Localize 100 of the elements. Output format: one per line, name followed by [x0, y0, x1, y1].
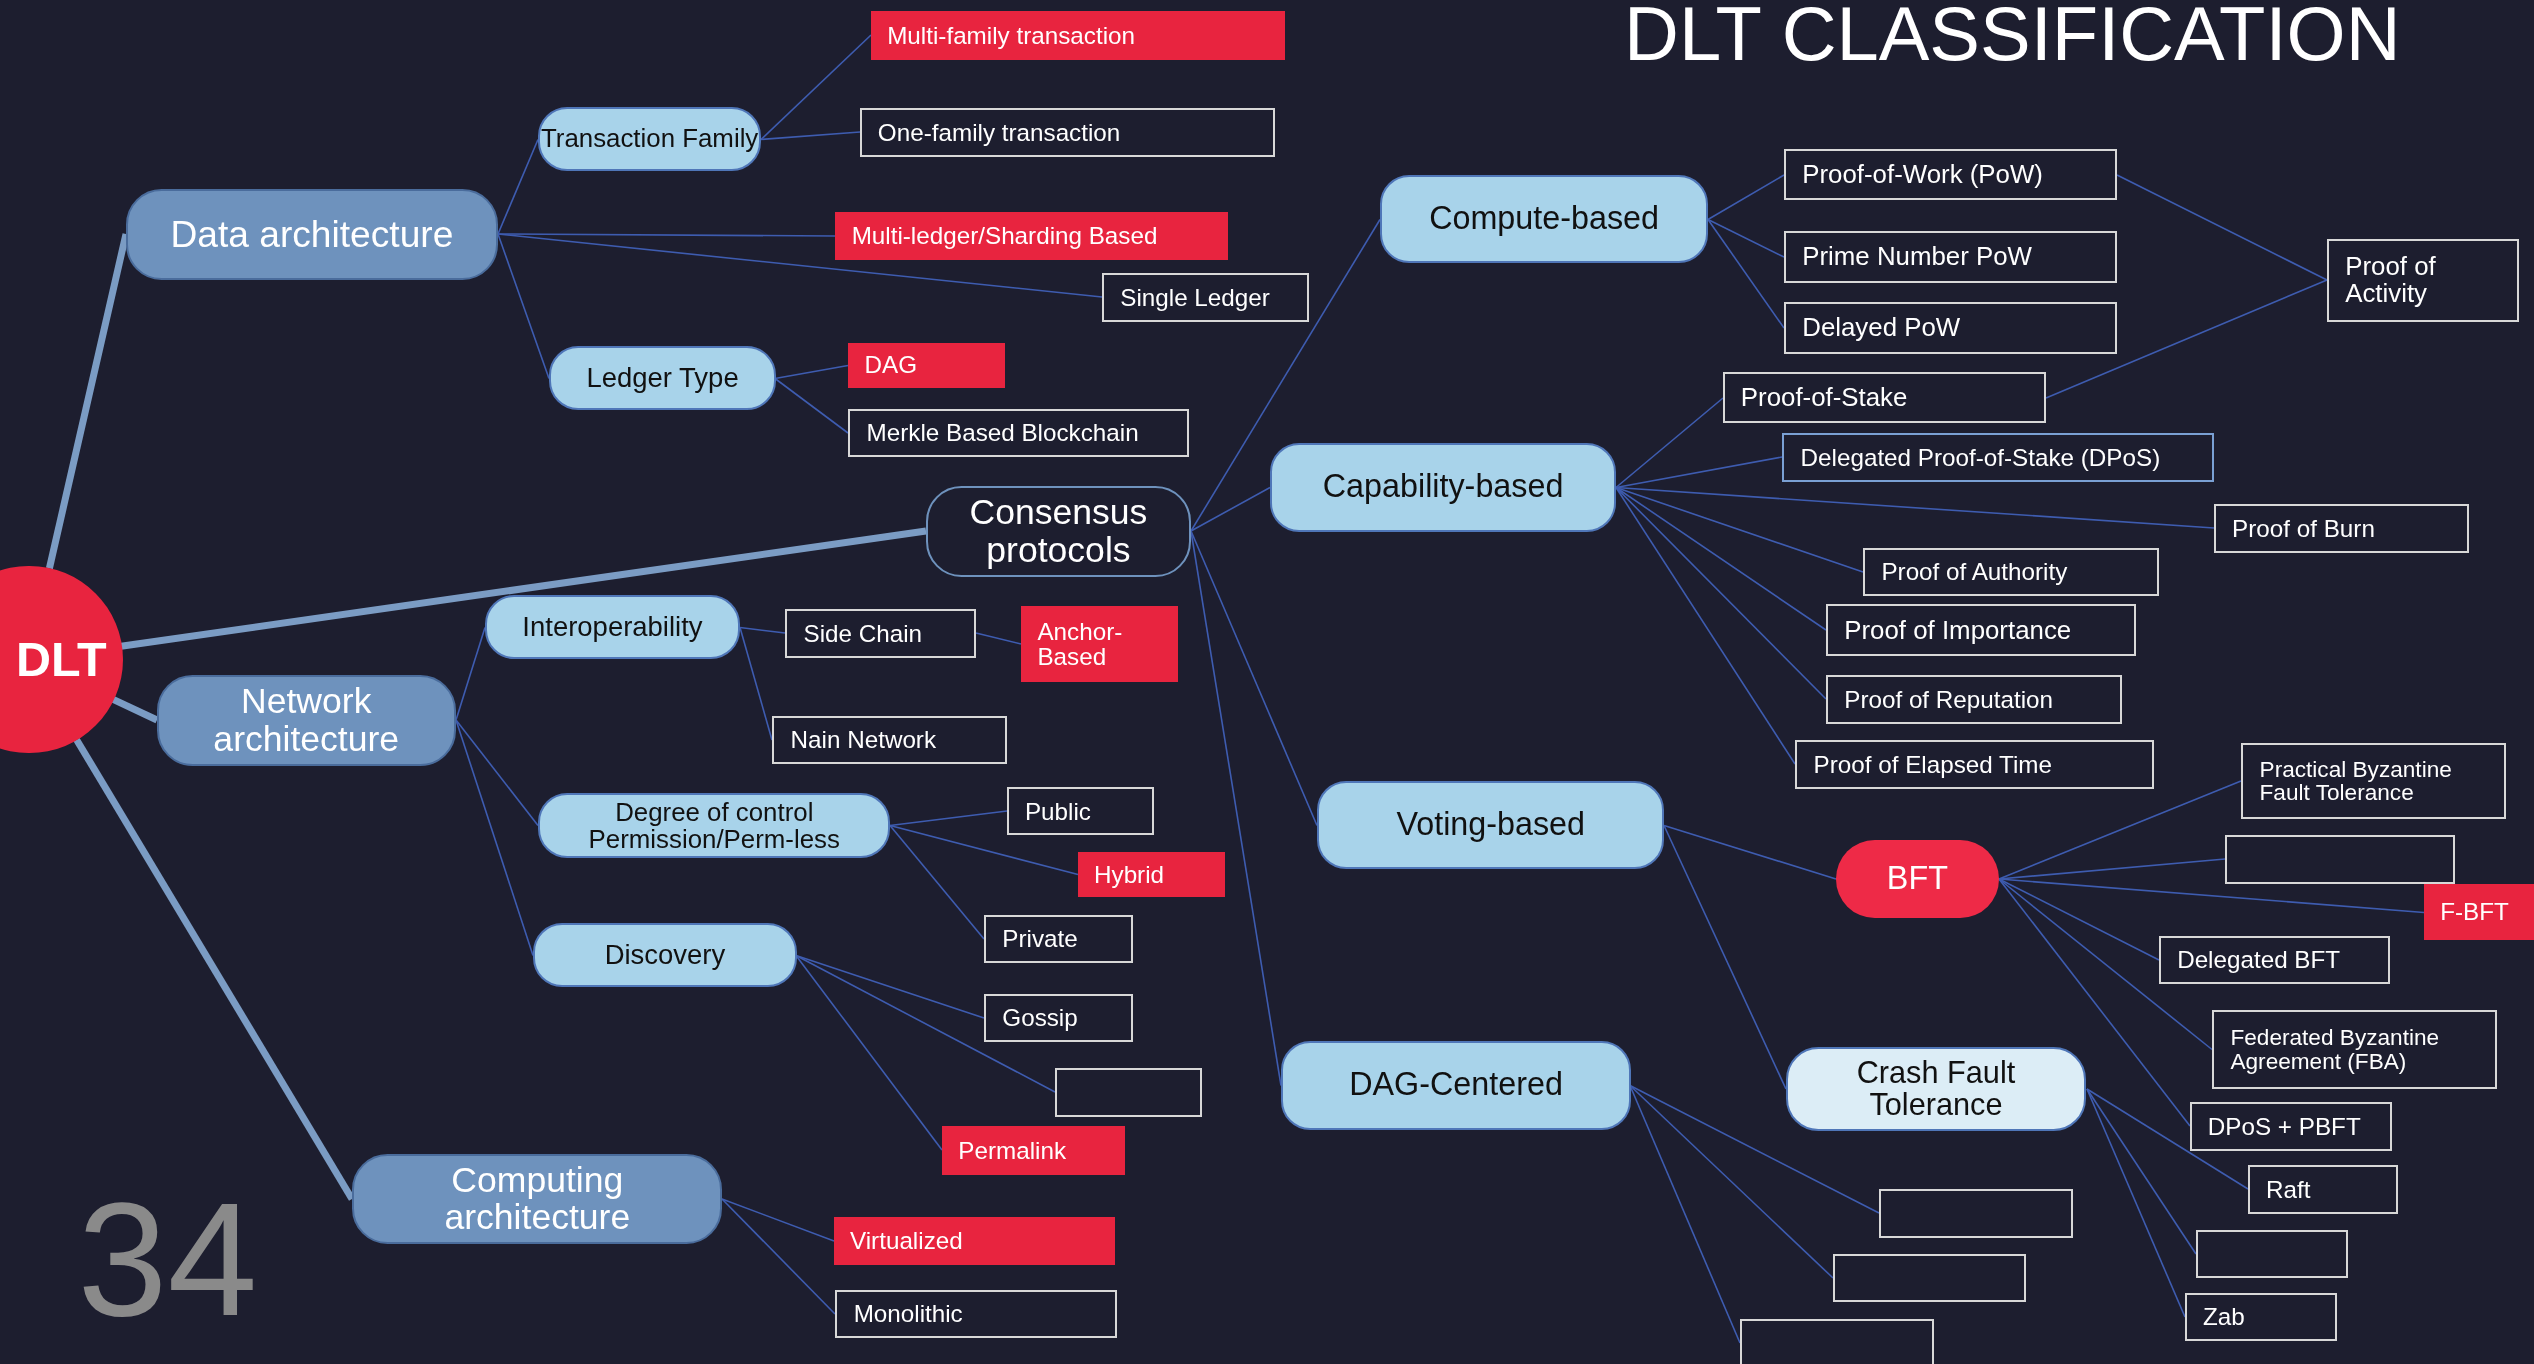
highlight-box	[833, 1216, 1115, 1266]
connector-line	[1615, 456, 1783, 489]
connector-line	[1190, 218, 1381, 532]
node-label: Hybrid	[1094, 861, 1165, 887]
node-label: Consensus protocols	[968, 494, 1149, 569]
connector-line	[760, 131, 861, 141]
node-label: Delegated BFT	[2177, 947, 2341, 973]
connector-line	[1615, 486, 2215, 529]
node-label: Proof of Importance	[1844, 616, 2072, 644]
connector-line	[1707, 218, 1785, 329]
connector-line	[1663, 824, 1837, 880]
connector-line	[1998, 878, 2213, 1051]
item-box	[2189, 1102, 2392, 1151]
item-box	[1055, 1068, 1203, 1117]
connector-line	[497, 233, 550, 380]
connector-line	[1998, 878, 2191, 1127]
item-box	[1826, 604, 2137, 657]
connector-line	[889, 824, 985, 940]
connector-line	[2116, 174, 2328, 281]
connector-line	[774, 364, 849, 380]
item-box	[984, 914, 1133, 964]
connector-line	[1707, 174, 1785, 221]
node-label: One-family transaction	[877, 119, 1121, 146]
topic-pill	[538, 106, 762, 172]
item-box	[1863, 547, 2159, 597]
category-pill	[352, 1153, 723, 1245]
node-label: F-BFT	[2440, 899, 2509, 925]
topic-pill	[533, 922, 797, 988]
node-label: Nain Network	[790, 727, 937, 753]
node-label: Proof of Elapsed Time	[1813, 751, 2052, 778]
item-box	[2196, 1229, 2349, 1279]
node-label: Private	[1002, 926, 1078, 952]
node-label: Practical Byzantine Fault Tolerance	[2259, 757, 2453, 806]
item-box	[2241, 743, 2507, 820]
page-number: 34	[77, 1167, 258, 1351]
node-label: Proof of Authority	[1881, 559, 2068, 585]
node-label: Delegated Proof-of-Stake (DPoS)	[1800, 444, 2161, 471]
item-box	[1832, 1254, 2027, 1303]
node-label: Side Chain	[803, 620, 923, 647]
node-label: Proof of Reputation	[1844, 687, 2054, 713]
topic-pill	[538, 793, 891, 859]
item-box	[1722, 371, 2046, 424]
item-box	[785, 609, 977, 658]
connector-line	[1998, 878, 2160, 961]
connector-line	[1998, 780, 2242, 880]
node-label: Merkle Based Blockchain	[866, 420, 1139, 446]
node-label: DPoS + PBFT	[2207, 1113, 2361, 1140]
connector-line	[889, 810, 1008, 827]
topic-pill	[549, 345, 776, 411]
highlight-box	[942, 1126, 1125, 1175]
connector-line	[497, 138, 539, 235]
highlight-box	[871, 11, 1285, 60]
node-label: Proof of Activity	[2345, 253, 2437, 308]
item-box	[1826, 675, 2122, 724]
connector-line	[1615, 486, 1864, 573]
connector-line	[1707, 218, 1785, 258]
connector-line	[455, 719, 539, 827]
connector-line	[1190, 486, 1271, 532]
node-label: Monolithic	[853, 1301, 963, 1327]
node-label: Capability-based	[1322, 470, 1564, 505]
node-label: Multi-ledger/Sharding Based	[851, 223, 1158, 249]
connector-line	[1629, 1084, 1834, 1279]
node-label: Proof-of-Stake	[1740, 383, 1908, 412]
highlight-box	[2424, 883, 2534, 941]
item-box	[2247, 1165, 2399, 1214]
topic-pill	[925, 486, 1191, 577]
item-box	[772, 715, 1007, 765]
node-label: Interoperability	[522, 612, 703, 642]
item-box	[1006, 787, 1154, 836]
connector-line	[795, 954, 943, 1151]
node-label: Public	[1024, 798, 1091, 824]
item-box	[1782, 433, 2214, 482]
connector-line	[889, 824, 1079, 876]
node-label: Zab	[2203, 1304, 2245, 1330]
topic-pill	[1785, 1047, 2087, 1132]
item-box	[1795, 740, 2155, 789]
item-box	[2158, 935, 2391, 985]
connector-line	[721, 1198, 835, 1242]
item-box	[848, 408, 1190, 458]
connector-line	[497, 233, 1103, 298]
node-label: DAG	[864, 352, 918, 378]
connector-line	[739, 626, 786, 634]
node-label: Ledger Type	[586, 363, 739, 393]
connector-line	[1629, 1084, 1880, 1214]
node-label: Crash Fault Tolerance	[1855, 1056, 2017, 1122]
item-box	[2213, 504, 2470, 553]
node-label: Multi-family transaction	[887, 22, 1135, 49]
topic-pill	[1281, 1040, 1631, 1130]
topic-pill	[1317, 780, 1665, 870]
highlight-box	[835, 211, 1229, 261]
category-pill	[156, 675, 456, 766]
node-label: Transaction Family	[540, 125, 759, 153]
node-label: Proof of Burn	[2232, 515, 2375, 542]
node-label: Proof-of-Work (PoW)	[1802, 160, 2043, 189]
item-box	[1879, 1189, 2074, 1238]
connector-line	[1615, 486, 1796, 765]
item-box	[2184, 1292, 2337, 1342]
connector-line	[2086, 1088, 2197, 1255]
item-box	[1784, 148, 2117, 201]
connector-line	[1615, 486, 1827, 631]
